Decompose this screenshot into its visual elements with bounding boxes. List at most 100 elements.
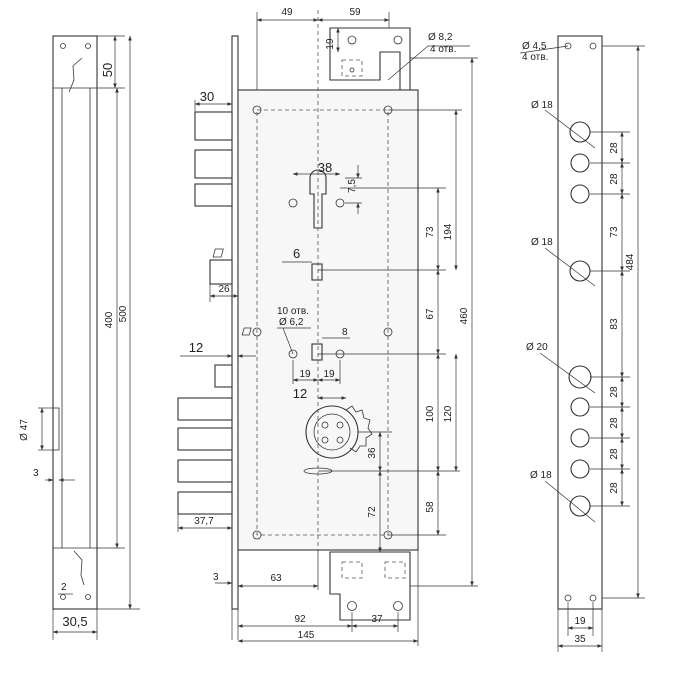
- dim-front-hole-dia: Ø 8,2: [428, 32, 453, 43]
- plate-mount-hole: [589, 42, 597, 50]
- dim-front-30: 30: [200, 89, 214, 104]
- upper-bolt: [194, 111, 233, 141]
- dim-front-63: 63: [270, 573, 282, 584]
- square-symbol-icon: [212, 248, 224, 258]
- dim-front-3b: 3: [213, 572, 219, 583]
- dim-plate-35: 35: [574, 634, 586, 645]
- top-strike-slot: [341, 59, 363, 77]
- bolt-hole: [570, 184, 590, 204]
- square-symbol-icon: [241, 327, 252, 336]
- body-mount-hole: [252, 105, 262, 115]
- dim-front-19b: 19: [323, 369, 335, 380]
- square-follower-8: [311, 343, 323, 361]
- dim-side-47: Ø 47: [19, 419, 30, 441]
- dim-front-73: 73: [425, 226, 436, 238]
- dim-front-59: 59: [349, 7, 361, 18]
- side-faceplate: [52, 35, 98, 610]
- dim-plate-28d: 28: [609, 417, 620, 429]
- dim-plate-dia-20: Ø 20: [526, 342, 548, 353]
- bottom-strike-slot: [341, 561, 363, 579]
- follower-screw-hole: [288, 349, 298, 359]
- side-spring-top: [68, 57, 83, 93]
- dim-front-460: 460: [459, 307, 470, 324]
- side-mount-hole: [85, 43, 91, 49]
- dim-front-49: 49: [281, 7, 293, 18]
- body-mount-hole: [252, 530, 262, 540]
- upper-bolt: [194, 183, 233, 207]
- lock-body-inner-outline: [256, 109, 389, 536]
- dim-plate-28e: 28: [609, 448, 620, 460]
- lower-bolt: [177, 427, 233, 451]
- lock-body: [237, 89, 419, 551]
- dim-front-8: 8: [342, 327, 348, 338]
- dim-front-hole-count: 4 отв.: [430, 44, 456, 55]
- dim-front-194: 194: [443, 223, 454, 240]
- dim-front-38: 38: [318, 160, 332, 175]
- night-latch: [214, 364, 233, 388]
- square-follower-6: [311, 263, 323, 281]
- latch-bolt: [209, 259, 233, 285]
- lower-bolt: [177, 491, 233, 515]
- dim-front-sq6: 6: [293, 246, 300, 261]
- dim-plate-dia-18a: Ø 18: [531, 100, 553, 111]
- dim-side-400: 400: [104, 311, 115, 328]
- dim-front-12a: 12: [189, 340, 203, 355]
- dim-plate-28c: 28: [609, 386, 620, 398]
- dim-plate-484: 484: [625, 253, 636, 270]
- dim-plate-4-holes: 4 отв.: [522, 52, 548, 63]
- side-mount-hole: [85, 594, 91, 600]
- bolt-hole-18: [569, 495, 591, 517]
- dim-front-12b: 12: [293, 386, 307, 401]
- front-faceplate-strip: [231, 35, 239, 610]
- dim-front-58: 58: [425, 501, 436, 513]
- upper-bolt: [194, 149, 233, 179]
- bolt-hole-20: [568, 365, 592, 389]
- dim-front-120: 120: [443, 405, 454, 422]
- dim-side-500: 500: [118, 305, 129, 322]
- bolt-hole-18: [569, 121, 591, 143]
- dim-plate-dia-4-5: Ø 4,5: [522, 41, 547, 52]
- dim-front-92: 92: [294, 614, 306, 625]
- dim-side-50: 50: [100, 63, 115, 77]
- plate-mount-hole: [564, 42, 572, 50]
- top-strike-hole: [393, 35, 403, 45]
- dim-front-37: 37: [371, 614, 383, 625]
- dim-plate-28f: 28: [609, 482, 620, 494]
- dim-front-37-7: 37,7: [194, 516, 214, 527]
- side-spring-bottom: [73, 550, 85, 586]
- dim-front-145: 145: [298, 630, 315, 641]
- dim-front-7-5: 7,5: [347, 179, 358, 193]
- strike-plate: [557, 35, 603, 610]
- bolt-hole: [570, 459, 590, 479]
- dim-front-10-holes: 10 отв.: [277, 306, 309, 317]
- dim-plate-28a: 28: [609, 142, 620, 154]
- top-strike-bracket: [329, 27, 411, 91]
- strike-plate-view: Ø 4,5 4 отв. Ø 18 Ø 18 Ø 20 Ø 18 28 28 7…: [519, 35, 645, 652]
- dim-plate-19: 19: [574, 616, 586, 627]
- side-mount-hole: [60, 594, 66, 600]
- front-view: 49 59 19 Ø 8,2 4 отв. 30 38 7,5 73 1: [177, 7, 478, 646]
- dim-plate-73: 73: [609, 226, 620, 238]
- dim-front-36: 36: [367, 447, 378, 459]
- bolt-hole: [570, 428, 590, 448]
- dim-front-100: 100: [425, 405, 436, 422]
- bottom-strike-slot: [384, 561, 406, 579]
- dim-front-19a: 19: [299, 369, 311, 380]
- side-mount-hole: [60, 43, 66, 49]
- dim-front-72: 72: [367, 506, 378, 518]
- dim-side-3: 3: [33, 468, 39, 479]
- dim-side-2: 2: [61, 582, 67, 593]
- side-view: 50 400 500 Ø 47 3 2 30,5: [19, 35, 140, 640]
- dim-front-dia-6-2: Ø 6,2: [279, 317, 304, 328]
- plate-mount-hole: [589, 594, 597, 602]
- dim-plate-28b: 28: [609, 173, 620, 185]
- plate-mount-hole: [564, 594, 572, 602]
- dim-plate-83: 83: [609, 318, 620, 330]
- bottom-strike-hole: [347, 601, 357, 611]
- cylinder-screw-hole: [288, 198, 298, 208]
- side-cylinder-notch: [52, 407, 60, 451]
- body-mount-hole: [252, 327, 262, 337]
- bottom-strike-hole: [393, 601, 403, 611]
- cylinder-screw-hole: [335, 198, 345, 208]
